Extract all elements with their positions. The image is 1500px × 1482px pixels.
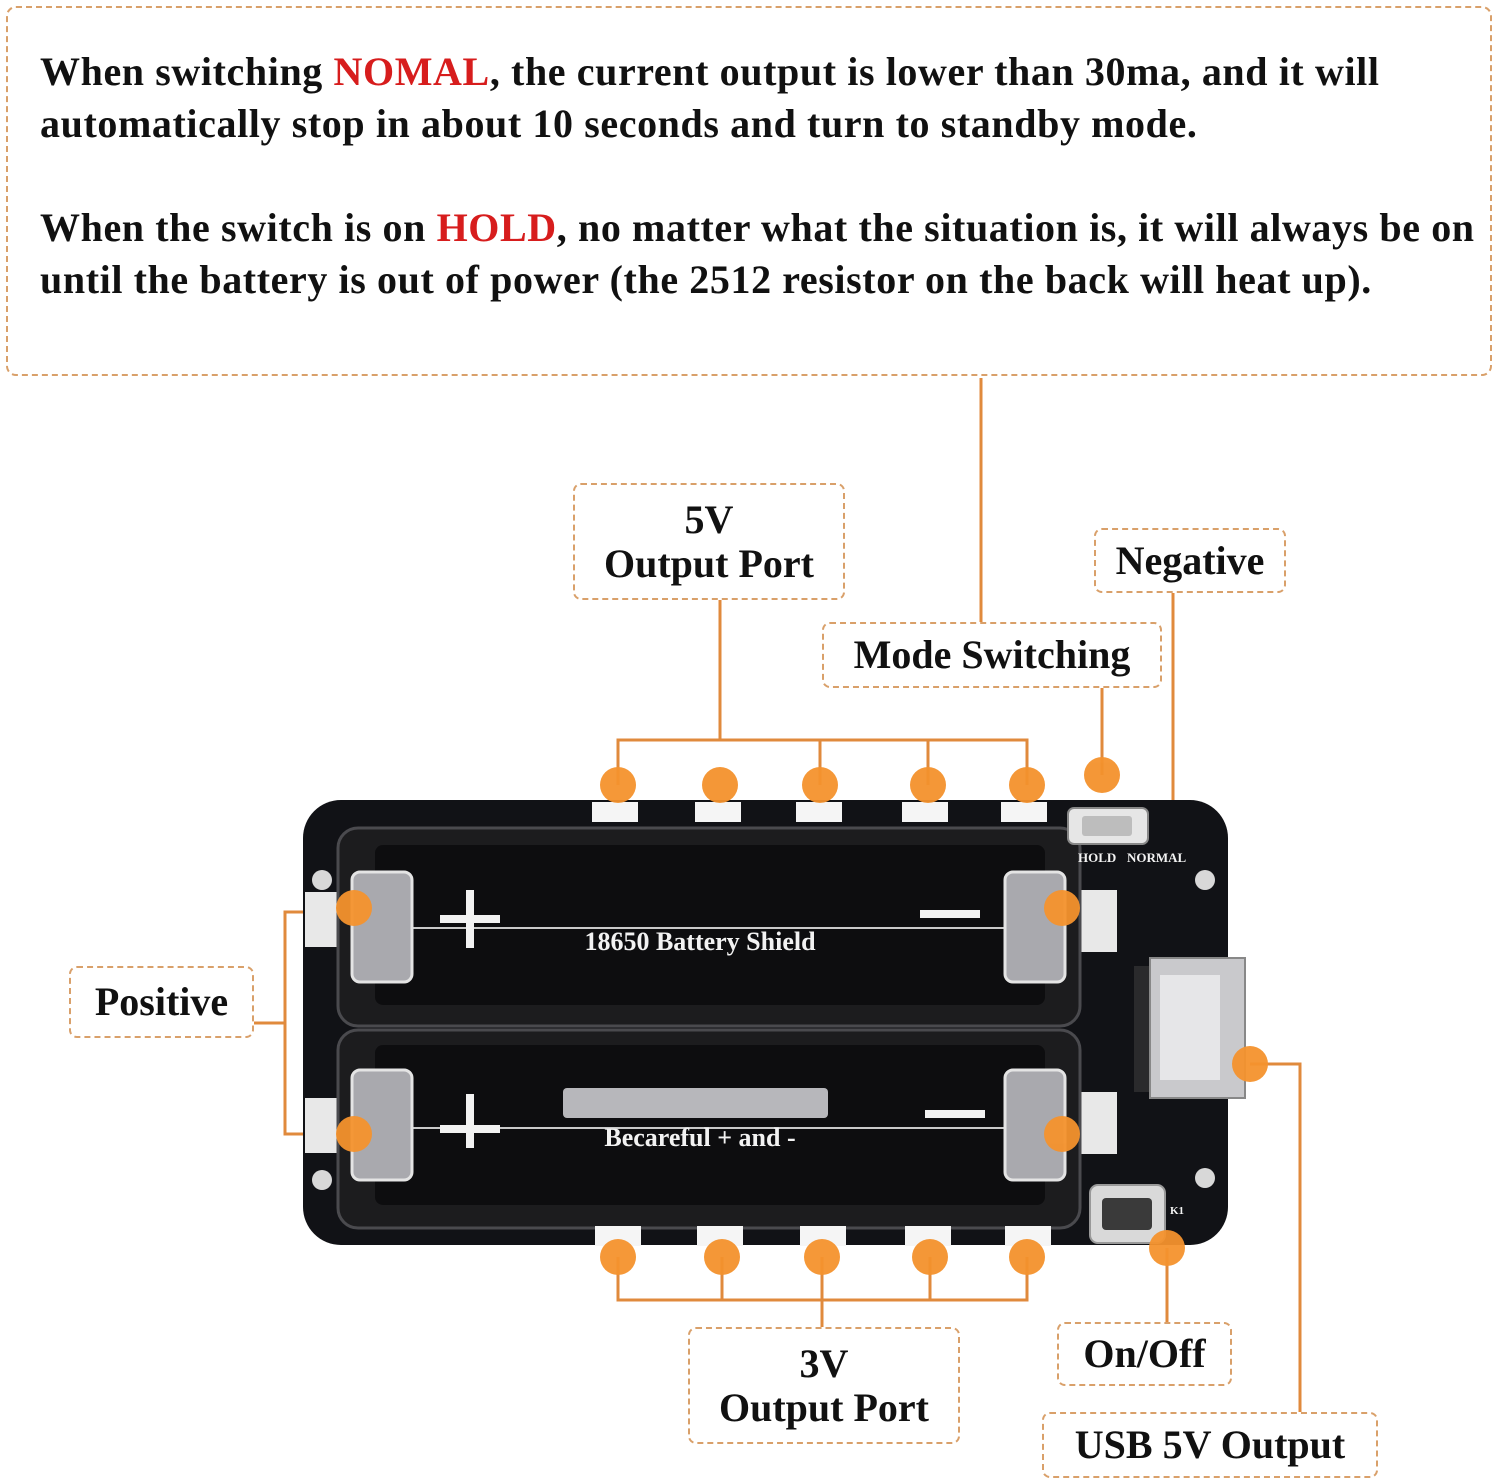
mode-switching-label: Mode Switching xyxy=(822,622,1162,688)
power-button: K1 xyxy=(1089,1184,1184,1244)
normal-keyword: NOMAL xyxy=(333,49,490,94)
hold-keyword: HOLD xyxy=(436,205,557,250)
hold-text-end: , no matter what the situation is, it wi… xyxy=(40,205,1475,302)
mode-explanation-box: When switching NOMAL, the current output… xyxy=(6,6,1492,376)
switch-normal-label: NORMAL xyxy=(1127,850,1187,865)
3v-label-line2: Output Port xyxy=(719,1384,929,1430)
hold-mode-paragraph: When the switch is on HOLD, no matter wh… xyxy=(40,202,1490,306)
5v-output-port-label: 5V Output Port xyxy=(573,483,845,600)
3v-label-line1: 3V xyxy=(799,1340,849,1386)
usb-port xyxy=(1134,957,1246,1099)
usb-5v-output-label: USB 5V Output xyxy=(1042,1412,1378,1478)
usb-leader xyxy=(1250,1062,1302,1415)
switch-hold-label: HOLD xyxy=(1078,850,1116,865)
normal-text-end: , the current output is lower than 30ma,… xyxy=(40,49,1380,146)
board-warning: Becareful + and - xyxy=(604,1123,795,1152)
normal-mode-paragraph: When switching NOMAL, the current output… xyxy=(40,46,1490,150)
negative-label: Negative xyxy=(1094,528,1286,593)
5v-label-line2: Output Port xyxy=(604,540,814,586)
normal-text-start: When switching xyxy=(40,49,334,94)
5v-label-line1: 5V xyxy=(684,496,734,542)
5v-pin-bus xyxy=(616,738,1029,785)
hold-text-start: When the switch is on xyxy=(40,205,437,250)
mode-switch: HOLD NORMAL xyxy=(1067,807,1187,865)
positive-label: Positive xyxy=(69,966,254,1038)
3v-header-pins xyxy=(595,1226,1051,1246)
3v-output-port-label: 3V Output Port xyxy=(688,1327,960,1444)
5v-header-pins xyxy=(592,802,1047,822)
markers xyxy=(336,757,1268,1275)
board-title: 18650 Battery Shield xyxy=(584,927,816,956)
k1-label: K1 xyxy=(1170,1205,1184,1217)
onoff-label: On/Off xyxy=(1057,1322,1232,1386)
